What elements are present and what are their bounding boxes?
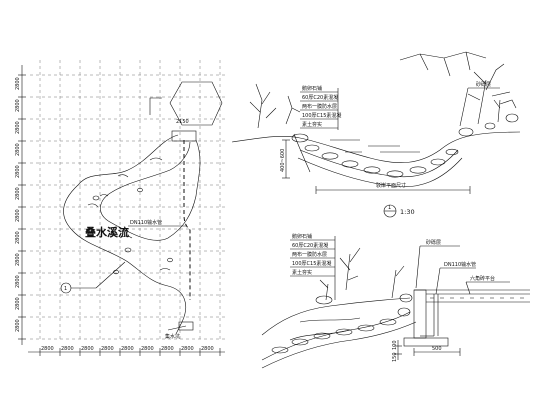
section1-title: 1 1:30: [383, 204, 415, 218]
x-dim-label: 2800: [121, 346, 134, 352]
x-dim-label: 2800: [181, 346, 194, 352]
section2-platform-label: 六角砖平台: [470, 275, 495, 282]
y-dim-label: 2800: [15, 77, 21, 90]
section2-pipe-label: DN110输水管: [444, 261, 476, 268]
section1-layer-label: 100厚C15素混凝: [302, 112, 341, 119]
plan-top-dim: 2150: [176, 119, 189, 125]
plan-pond-label: 集水坑: [165, 333, 180, 340]
section2-layer-label: 100厚C15素混凝: [292, 260, 331, 267]
plan-pipe-label: DN110输水管: [130, 219, 162, 226]
section1-depth-dim: 400~600: [280, 149, 286, 172]
x-dim-label: 2800: [41, 346, 54, 352]
plan-pipe: DN110输水管: [128, 140, 191, 300]
section1-layer-label: 60厚C20素混凝: [302, 94, 338, 101]
plan-stream-outline: [63, 134, 201, 335]
section2-dim: 100: [392, 340, 398, 350]
section2-dim: 150: [392, 352, 398, 362]
y-dim-label: 2800: [15, 297, 21, 310]
x-dim-label: 2800: [101, 346, 114, 352]
plan-section-marker-label: 1: [64, 286, 67, 292]
section1-layer-label: 两布一膜防水层: [302, 103, 337, 110]
x-dim-label: 2800: [161, 346, 174, 352]
plan-hexagon-platform: 2150: [149, 81, 223, 142]
section2-layer-label: 60厚C20素混凝: [292, 242, 328, 249]
plan-left-dimension: 2800 2800 2800 2800 2800 2800 2800 2800 …: [15, 65, 26, 345]
section1-layer-label: 鹅卵石铺: [302, 85, 322, 92]
section2-layer-label: 鹅卵石铺: [292, 233, 312, 240]
section2-layer-label: 素土夯实: [292, 269, 312, 276]
plan-section-marker: 1: [60, 261, 126, 294]
x-dim-label: 2800: [61, 346, 74, 352]
section2-layer-callouts: 鹅卵石铺 60厚C20素混凝 两布一膜防水层 100厚C15素混凝 素土夯实 砂…: [290, 233, 510, 300]
plan-grid: [30, 60, 225, 340]
y-dim-label: 2800: [15, 209, 21, 222]
y-dim-label: 2800: [15, 319, 21, 332]
y-dim-label: 2800: [15, 275, 21, 288]
y-dim-label: 2800: [15, 143, 21, 156]
y-dim-label: 2800: [15, 121, 21, 134]
section2-drawing: 150 100 500: [261, 247, 530, 369]
section1-layer-callouts: 鹅卵石铺 60厚C20素混凝 两布一膜防水层 100厚C15素混凝 素土夯实 砂…: [300, 81, 500, 130]
y-dim-label: 2800: [15, 99, 21, 112]
x-dim-label: 2800: [81, 346, 94, 352]
y-dim-label: 2800: [15, 187, 21, 200]
section1-scale: 1:30: [400, 208, 415, 216]
plan-stream-label: 叠水溪流: [85, 225, 129, 239]
section1-layer-label: 素土夯实: [302, 121, 322, 128]
section2-dim: 500: [432, 346, 442, 352]
y-dim-label: 2800: [15, 253, 21, 266]
section1-width-label: 驳岸平面尺寸: [376, 182, 406, 189]
x-dim-label: 2800: [141, 346, 154, 352]
plan-bottom-dimension: 2800 2800 2800 2800 2800 2800 2800 2800 …: [28, 346, 225, 356]
section1-title-number: 1: [388, 205, 391, 211]
section1-drawing: 400~600 驳岸平面尺寸: [231, 51, 521, 194]
section2-layer-label: 两布一膜防水层: [292, 251, 327, 258]
section1-right-label: 砂砾层: [476, 81, 491, 88]
x-dim-label: 2800: [201, 346, 214, 352]
y-dim-label: 2800: [15, 231, 21, 244]
plan-collection-pit: 集水坑: [165, 321, 194, 340]
y-dim-label: 2800: [15, 165, 21, 178]
section2-right-label: 砂砾层: [426, 239, 441, 246]
